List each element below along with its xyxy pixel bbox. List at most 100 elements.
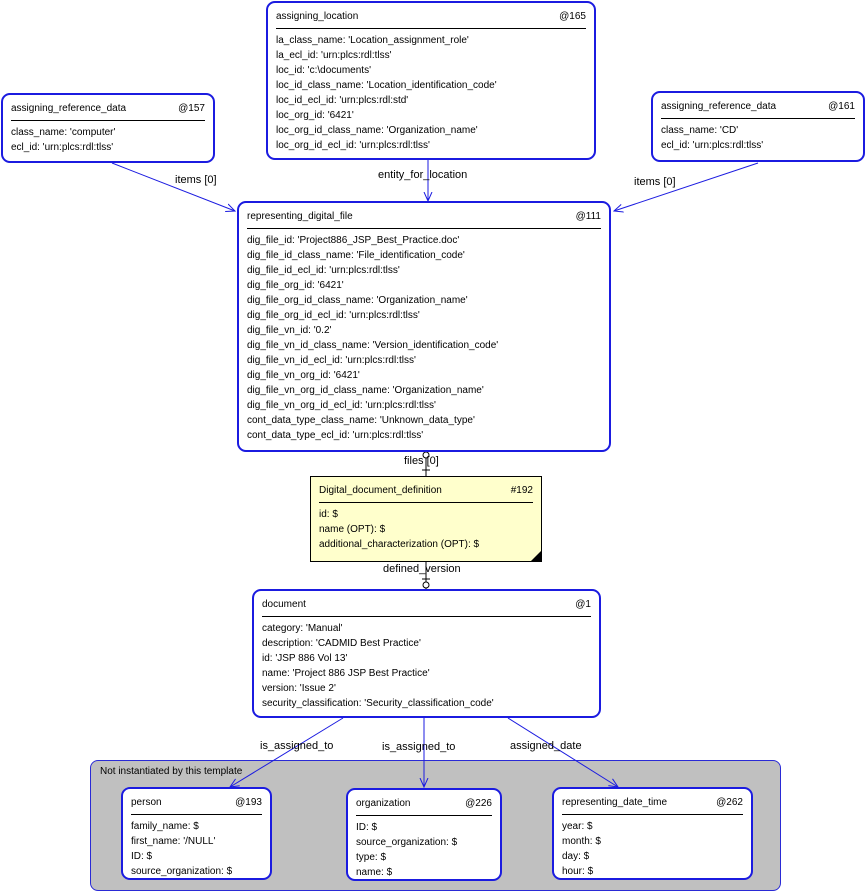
node-attribute: version: 'Issue 2' (262, 683, 336, 694)
node-attribute: la_ecl_id: 'urn:plcs:rdl:tlss' (276, 50, 392, 61)
node-attributes: la_class_name: 'Location_assignment_role… (276, 33, 497, 153)
node-id: @262 (716, 797, 743, 808)
node-attributes: dig_file_id: 'Project886_JSP_Best_Practi… (247, 233, 498, 443)
node-attribute: security_classification: 'Security_class… (262, 698, 494, 709)
node-attribute: ID: $ (131, 851, 153, 862)
node-attribute: name: $ (356, 867, 393, 878)
node-organization[interactable]: organization @226 ID: $ source_organizati… (346, 788, 502, 881)
node-divider (661, 118, 855, 119)
node-attribute: loc_org_id_ecl_id: 'urn:plcs:rdl:tlss' (276, 140, 430, 151)
node-attribute: day: $ (562, 851, 590, 862)
node-attribute: dig_file_id_class_name: 'File_identifica… (247, 250, 465, 261)
note-fold-corner (531, 551, 541, 561)
node-assigning-reference-data-157[interactable]: assigning_reference_data@157 class_name:… (1, 93, 215, 163)
node-attribute: dig_file_org_id_ecl_id: 'urn:plcs:rdl:tl… (247, 310, 420, 321)
node-attribute: family_name: $ (131, 821, 199, 832)
node-attribute: dig_file_vn_id_class_name: 'Version_iden… (247, 340, 499, 351)
node-attributes: category: 'Manual' description: 'CADMID … (262, 621, 494, 711)
edge-items-left (111, 162, 235, 211)
node-title: organization (356, 798, 411, 809)
edge-label-files: files [0] (404, 455, 439, 467)
node-title: person (131, 797, 162, 808)
edge-label-defined-version: defined_version (383, 563, 461, 575)
node-divider (247, 228, 601, 229)
node-id: @226 (465, 798, 492, 809)
node-attribute: name (OPT): $ (319, 524, 386, 535)
node-document[interactable]: document @1 category: 'Manual' descriptio… (252, 589, 601, 718)
node-attribute: category: 'Manual' (262, 623, 343, 634)
node-divider (562, 814, 743, 815)
node-attribute: first_name: '/NULL' (131, 836, 216, 847)
node-attribute: dig_file_id: 'Project886_JSP_Best_Practi… (247, 235, 460, 246)
node-attribute: description: 'CADMID Best Practice' (262, 638, 421, 649)
node-attribute: loc_id_class_name: 'Location_identificat… (276, 80, 497, 91)
node-divider (319, 502, 533, 503)
node-attribute: dig_file_vn_org_id_class_name: 'Organiza… (247, 385, 484, 396)
node-divider (131, 814, 262, 815)
node-attribute: loc_id_ecl_id: 'urn:plcs:rdl:std' (276, 95, 409, 106)
node-attribute: dig_file_vn_id: '0.2' (247, 325, 332, 336)
group-label: Not instantiated by this template (100, 766, 243, 777)
node-attribute: dig_file_vn_org_id_ecl_id: 'urn:plcs:rdl… (247, 400, 436, 411)
node-attribute: hour: $ (562, 866, 594, 877)
edge-label-is-assigned-to-org: is_assigned_to (382, 741, 456, 753)
node-title: assigning_reference_data (661, 101, 777, 112)
edge-label-assigned-date: assigned_date (510, 740, 582, 752)
node-representing-digital-file[interactable]: representing_digital_file @111 dig_file_i… (237, 201, 611, 452)
node-attributes: class_name: 'computer' ecl_id: 'urn:plcs… (11, 125, 115, 155)
node-attribute: loc_org_id: '6421' (276, 110, 354, 121)
node-attributes: ID: $ source_organization: $ type: $ nam… (356, 820, 457, 880)
node-attributes: class_name: 'CD' ecl_id: 'urn:plcs:rdl:t… (661, 123, 763, 153)
node-attribute: year: $ (562, 821, 593, 832)
node-divider (356, 815, 492, 816)
node-attribute: ecl_id: 'urn:plcs:rdl:tlss' (11, 142, 114, 153)
node-title: representing_date_time (562, 797, 668, 808)
node-attributes: family_name: $ first_name: '/NULL' ID: $… (131, 819, 232, 879)
node-attribute: loc_id: 'c:\documents' (276, 65, 371, 76)
node-attribute: source_organization: $ (131, 866, 233, 877)
edge-is-assigned-to-person (230, 717, 344, 787)
node-attribute: id: $ (319, 509, 338, 520)
node-id: @161 (828, 101, 855, 112)
edge-label-items-right: items [0] (634, 176, 676, 188)
node-attributes: id: $ name (OPT): $ additional_character… (319, 507, 479, 552)
node-attribute: class_name: 'computer' (11, 127, 116, 138)
node-attribute: dig_file_org_id_class_name: 'Organizatio… (247, 295, 468, 306)
node-attribute: dig_file_vn_org_id: '6421' (247, 370, 360, 381)
node-person[interactable]: person@193 family_name: $ first_name: '/… (121, 787, 272, 880)
node-digital-document-definition[interactable]: Digital_document_definition #192 id: $ na… (310, 476, 542, 562)
node-id: @1 (575, 599, 591, 610)
node-title: representing_digital_file (247, 211, 353, 222)
node-assigning-reference-data-161[interactable]: assigning_reference_data @161 class_name:… (651, 91, 865, 162)
node-attributes: year: $ month: $ day: $ hour: $ (562, 819, 601, 879)
node-divider (276, 28, 586, 29)
node-attribute: source_organization: $ (356, 837, 458, 848)
node-attribute: name: 'Project 886 JSP Best Practice' (262, 668, 430, 679)
node-attribute: dig_file_org_id: '6421' (247, 280, 344, 291)
edge-files-circle (422, 451, 430, 459)
node-attribute: loc_org_id_class_name: 'Organization_nam… (276, 125, 478, 136)
node-assigning-location[interactable]: assigning_location@165 la_class_name: 'L… (266, 1, 596, 160)
node-id: @165 (559, 11, 586, 22)
node-attribute: ecl_id: 'urn:plcs:rdl:tlss' (661, 140, 764, 151)
node-attribute: cont_data_type_class_name: 'Unknown_data… (247, 415, 475, 426)
node-attribute: month: $ (562, 836, 601, 847)
node-divider (11, 120, 205, 121)
node-attribute: dig_file_id_ecl_id: 'urn:plcs:rdl:tlss' (247, 265, 400, 276)
node-attribute: id: 'JSP 886 Vol 13' (262, 653, 348, 664)
node-title: document (262, 599, 306, 610)
edge-label-entity-for-location: entity_for_location (378, 169, 468, 181)
edge-items-right (614, 162, 759, 211)
edge-defined-version-circle (422, 581, 430, 589)
node-title: Digital_document_definition (319, 485, 442, 496)
edge-label-items-left: items [0] (175, 174, 217, 186)
node-id: @111 (575, 211, 601, 222)
edge-assigned-date (507, 717, 618, 787)
node-attribute: cont_data_type_ecl_id: 'urn:plcs:rdl:tls… (247, 430, 424, 441)
edge-label-is-assigned-to-person: is_assigned_to (260, 740, 334, 752)
node-title: assigning_reference_data (11, 103, 127, 114)
node-id: #192 (510, 485, 533, 496)
node-representing-date-time[interactable]: representing_date_time @262 year: $ month… (552, 787, 753, 880)
node-attribute: type: $ (356, 852, 387, 863)
